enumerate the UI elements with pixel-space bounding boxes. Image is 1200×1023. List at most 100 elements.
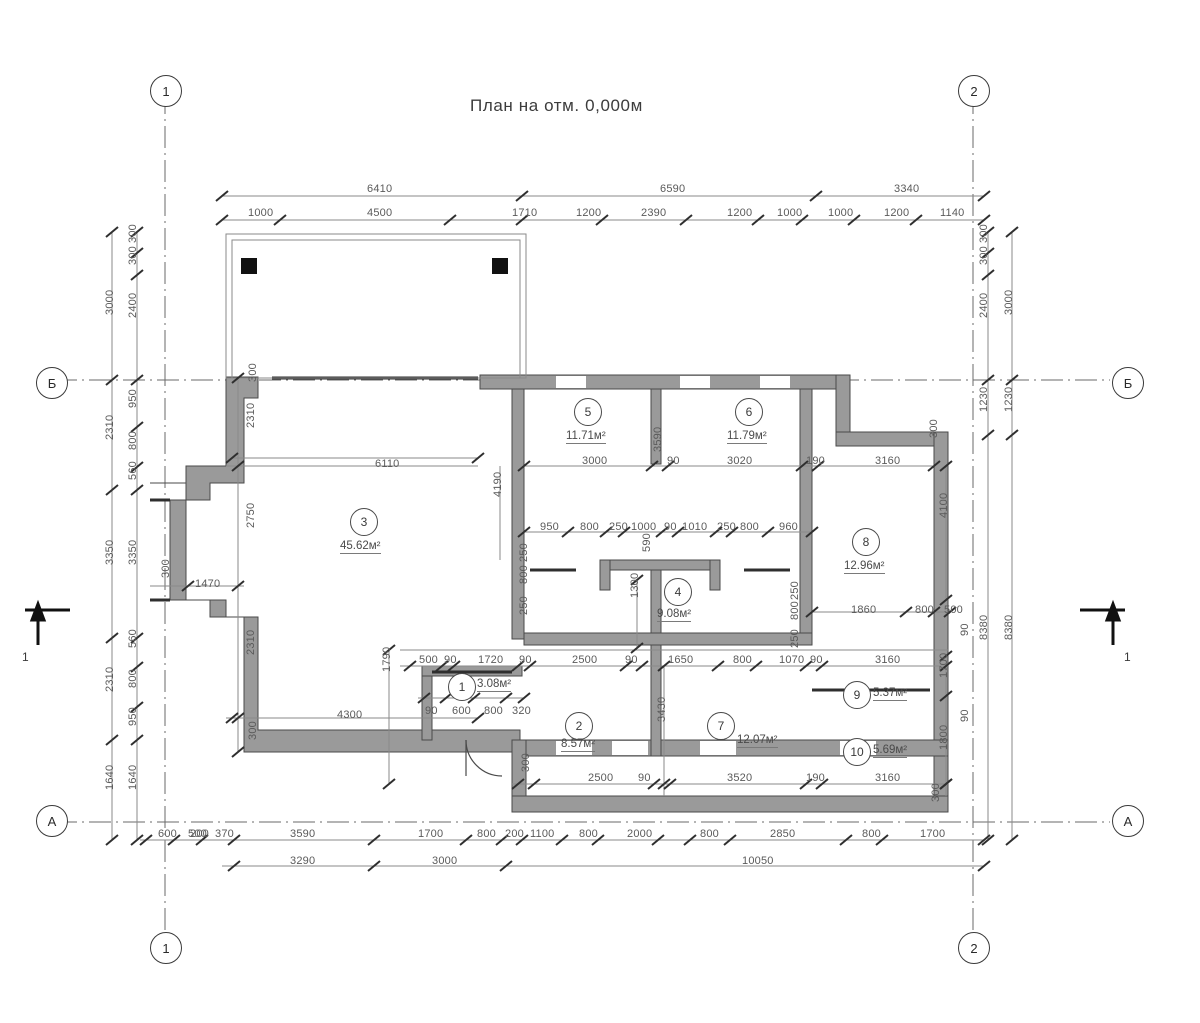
dimension-label: 1100	[530, 828, 555, 840]
dimension-label: 3350	[104, 539, 116, 565]
window-openings	[556, 376, 876, 755]
win-t2	[680, 376, 710, 388]
dimension-label: 2310	[104, 414, 116, 440]
grid-bubble-right-A[interactable]: А	[1112, 805, 1144, 837]
ticks-top	[215, 190, 991, 226]
dimension-label: 2400	[127, 292, 139, 318]
room-number-bubble[interactable]: 6	[735, 398, 763, 426]
dimension-label: 1000	[248, 207, 274, 219]
win-b3	[700, 741, 736, 755]
grid-bubble-top-2[interactable]: 2	[958, 75, 990, 107]
dimension-label: 1230	[978, 386, 990, 412]
dimension-label: 4500	[367, 207, 393, 219]
dimension-label: 1300	[629, 572, 641, 598]
dimension-label: 800	[477, 828, 496, 840]
room-number-bubble[interactable]: 7	[707, 712, 735, 740]
room-area-label: 3.08м²	[477, 678, 512, 692]
dimension-label: 300	[978, 246, 990, 265]
dimension-label: 800	[484, 705, 503, 717]
dimension-label: 4300	[337, 709, 363, 721]
room-number-bubble[interactable]: 2	[565, 712, 593, 740]
dimension-label: 500	[419, 654, 438, 666]
column-left	[241, 258, 257, 274]
grid-bubble-top-1[interactable]: 1	[150, 75, 182, 107]
room-area-label: 45.62м²	[340, 540, 381, 554]
room-number-bubble[interactable]: 1	[448, 673, 476, 701]
wall-int-h-1	[523, 632, 813, 646]
wall-left-jog	[150, 376, 521, 753]
grid-bubble-bottom-2[interactable]: 2	[958, 932, 990, 964]
room-number-bubble[interactable]: 3	[350, 508, 378, 536]
dimension-label: 3160	[875, 654, 901, 666]
dimension-label: 3020	[727, 455, 753, 467]
door-swing-entry	[465, 739, 503, 777]
page-title: План на отм. 0,000м	[470, 96, 643, 115]
dimension-label: 300	[160, 559, 172, 578]
section-mark-right-label: 1	[1124, 650, 1131, 664]
grid-bubble-left-A[interactable]: А	[36, 805, 68, 837]
room-area-label: 11.79м²	[727, 430, 767, 444]
dimension-label: 800	[700, 828, 719, 840]
dimension-label: 1000	[828, 207, 854, 219]
dimension-label: 1640	[104, 764, 116, 790]
dimension-label: 3160	[875, 455, 901, 467]
dimension-label: 8380	[1003, 614, 1015, 640]
wall-int-v-1	[511, 388, 525, 640]
dimension-label: 1700	[938, 652, 950, 678]
terrace-rect-outer	[225, 233, 527, 379]
dimension-label: 2400	[978, 292, 990, 318]
dimension-label: 1000	[631, 521, 657, 533]
dimension-label: 1230	[1003, 386, 1015, 412]
room-number-bubble[interactable]: 10	[843, 738, 871, 766]
dimension-label: 800	[733, 654, 752, 666]
dimension-label: 250	[789, 581, 801, 600]
room-number-bubble[interactable]: 4	[664, 578, 692, 606]
dimension-label: 90	[638, 772, 651, 784]
dimension-label: 800	[579, 828, 598, 840]
section-arrow-right	[1080, 599, 1125, 645]
dimension-label: 90	[444, 654, 457, 666]
grid-bubble-right-B[interactable]: Б	[1112, 367, 1144, 399]
dimension-label: 250	[609, 521, 628, 533]
dimension-label: 560	[127, 629, 139, 648]
dimension-label: 950	[127, 707, 139, 726]
dimension-label: 1200	[576, 207, 602, 219]
column-right	[492, 258, 508, 274]
grid-bubble-bottom-1[interactable]: 1	[150, 932, 182, 964]
dimension-label: 250	[789, 629, 801, 648]
dimension-label: 590	[641, 533, 653, 552]
dimension-label: 1070	[779, 654, 805, 666]
dimension-label: 2310	[104, 666, 116, 692]
dimension-label: 90	[519, 654, 532, 666]
room-number-bubble[interactable]: 9	[843, 681, 871, 709]
room-area-label: 8.57м²	[561, 738, 596, 752]
dimension-label: 800	[862, 828, 881, 840]
dimension-label: 3000	[1003, 289, 1015, 315]
section-arrow-left	[25, 599, 70, 645]
room-area-label: 12.07м²	[737, 734, 778, 748]
section-mark-left-label: 1	[22, 650, 29, 664]
dimension-label: 800	[789, 601, 801, 620]
dimension-label: 300	[520, 753, 532, 772]
dimension-label: 1700	[920, 828, 946, 840]
room-number-bubble[interactable]: 5	[574, 398, 602, 426]
dimension-label: 250	[717, 521, 736, 533]
room-number-bubble[interactable]: 8	[852, 528, 880, 556]
wall-int-v-5	[421, 665, 433, 741]
dimension-label: 500	[188, 828, 207, 840]
terrace-rect	[231, 239, 521, 379]
dimension-label: 90	[425, 705, 438, 717]
wall-bottom-outer	[511, 795, 949, 813]
dimension-label: 90	[664, 521, 677, 533]
dimension-label: 1720	[478, 654, 504, 666]
grid-bubble-left-B[interactable]: Б	[36, 367, 68, 399]
room-area-label: 12.96м²	[844, 560, 885, 574]
dimension-label: 300	[930, 783, 942, 802]
dimension-label: 2310	[245, 629, 257, 655]
dimension-label: 320	[512, 705, 531, 717]
dimension-label: 250	[518, 543, 530, 562]
dimension-label: 3000	[104, 289, 116, 315]
terrace-columns	[241, 258, 508, 274]
dimension-label: 3000	[432, 855, 458, 867]
ticks-right	[981, 226, 1019, 846]
